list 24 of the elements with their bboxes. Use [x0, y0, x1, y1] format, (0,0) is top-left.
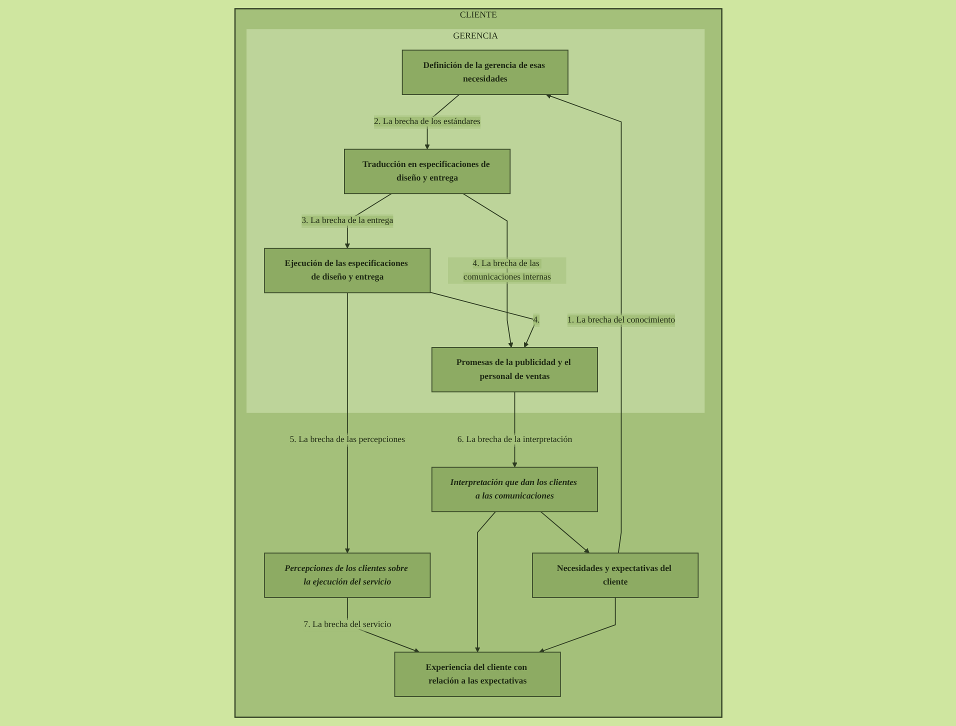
- arrow: [462, 193, 513, 348]
- arrow: [540, 511, 590, 554]
- edge-label: 4. La brecha de las comunicaciones internas: [463, 259, 550, 282]
- edge-label: 6. La brecha de la interpretación: [456, 435, 572, 445]
- node-box: Promesas de la publicidad y el personal de ventas: [431, 347, 598, 392]
- edge-label: 7. La brecha del servicio: [303, 620, 391, 630]
- arrow: [545, 94, 622, 554]
- edge-label: 4.: [532, 315, 540, 325]
- arrow: [538, 597, 616, 654]
- node-box: Traducción en especificaciones de diseño y entrega: [344, 148, 510, 194]
- node-box: Ejecución de las especificaciones de diseño y entrega: [264, 248, 430, 294]
- node-box: Experiencia del cliente con relación a las expectativas: [394, 652, 560, 697]
- edge-label: 5. La brecha de las percepciones: [289, 435, 405, 445]
- node-box: Percepciones de los clientes sobre la ejecución del servicio: [264, 552, 430, 598]
- node-box: Definición de la gerencia de esas necesidades: [401, 50, 568, 95]
- edge-label: 1. La brecha del conocimiento: [566, 315, 675, 325]
- arrow: [429, 292, 537, 348]
- node-box: Interpretación que dan los clientes a las comunicaciones: [431, 466, 598, 512]
- edge-label: 2. La brecha de los estándares: [374, 117, 480, 126]
- arrow: [344, 292, 350, 554]
- arrow: [512, 391, 517, 468]
- arrow: [474, 511, 496, 652]
- node-box: Necesidades y expectativas del cliente: [532, 552, 698, 598]
- edge-label: 3. La brecha de la entrega: [301, 216, 393, 226]
